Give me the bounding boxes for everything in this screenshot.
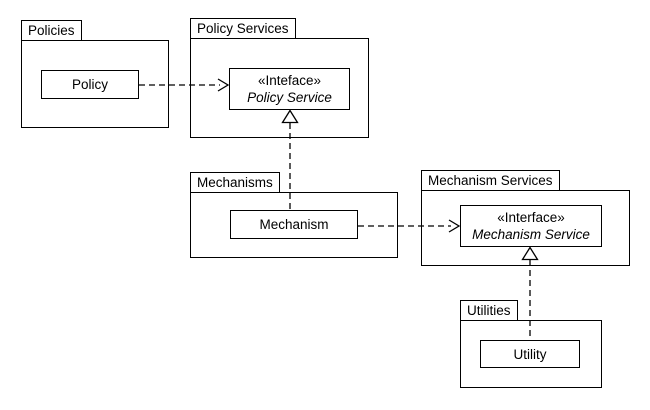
interface-policy-service-stereotype: «Inteface» [257, 73, 322, 88]
class-utility-label: Utility [513, 346, 547, 362]
package-utilities-tab: Utilities [460, 300, 518, 321]
interface-mechanism-service: «Interface» Mechanism Service [460, 205, 602, 247]
package-mechanisms-label: Mechanisms [197, 175, 273, 190]
package-policy-services-tab: Policy Services [190, 18, 296, 39]
interface-policy-service: «Inteface» Policy Service [229, 68, 350, 110]
class-mechanism-label: Mechanism [259, 217, 329, 232]
package-mechanism-services-tab: Mechanism Services [421, 170, 560, 191]
class-mechanism: Mechanism [230, 210, 358, 239]
interface-mechanism-service-label: Mechanism Service [472, 227, 590, 242]
package-mechanisms-tab: Mechanisms [190, 172, 280, 193]
class-utility: Utility [480, 340, 580, 368]
interface-policy-service-label: Policy Service [247, 90, 332, 105]
package-policy-services-label: Policy Services [197, 21, 289, 36]
package-policies-label: Policies [28, 23, 75, 38]
class-policy-label: Policy [71, 77, 108, 92]
class-policy: Policy [41, 70, 139, 99]
package-policies-tab: Policies [21, 20, 82, 41]
package-utilities-label: Utilities [467, 303, 511, 318]
interface-mechanism-service-stereotype: «Interface» [497, 210, 565, 225]
package-mechanism-services-label: Mechanism Services [428, 173, 553, 188]
